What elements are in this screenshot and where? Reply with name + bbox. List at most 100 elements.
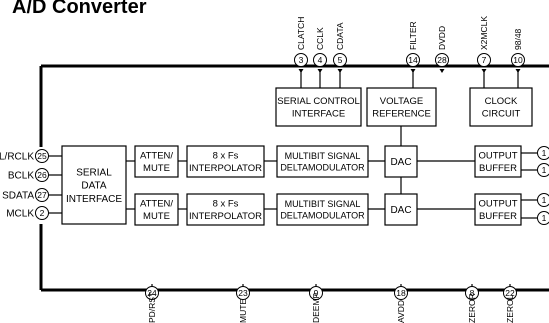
mod-2-label: MULTIBIT SIGNAL [285,199,361,209]
dac-1-block: DAC [384,145,418,178]
pin-number: 9 [314,288,319,298]
pin-dvdd: 28 DVDD [435,26,449,73]
pin-number: 24 [147,288,157,298]
pin-label: SDATA [2,191,34,202]
pin-number: 3 [299,55,304,65]
pin-number: 28 [437,55,447,65]
pin-number: 1 [542,213,547,223]
buffer-2-label: BUFFER [479,211,517,222]
serial-data-label: SERIAL [76,167,112,178]
pin-l-rclk: 25L/RCLK [0,149,49,163]
clock-circuit-label: CIRCUIT [482,109,521,120]
mod-1-block: MULTIBIT SIGNAL DELTAMODULATOR [276,145,369,178]
mod-1-label: DELTAMODULATOR [280,163,365,173]
atten-mute-1-label: MUTE [143,163,170,174]
serial-data-label: DATA [81,181,107,192]
interp-1-label: 8 x Fs [213,151,239,162]
pin-label: BCLK [8,171,34,182]
interp-2-label: INTERPOLATOR [189,211,262,222]
clock-circuit-label: CLOCK [485,96,518,107]
pin-filter: 14 FILTER [406,21,420,73]
atten-mute-2-block: ATTEN/MUTE [134,193,179,226]
pin-number: 14 [408,55,418,65]
serial-data-block: SERIAL DATA INTERFACE [61,145,127,225]
pin-number: 1 [542,148,547,158]
pin-number: 27 [37,190,47,200]
pin-output-4: 1 [537,211,549,225]
interp-2-label: 8 x Fs [213,199,239,210]
pin-98-48: 10 98/48 [511,28,525,73]
pin-clatch: 3 CLATCH [294,17,308,73]
atten-mute-1-label: ATTEN/ [140,151,173,162]
interp-1-label: INTERPOLATOR [189,163,262,174]
pin-x2mclk: 7 X2MCLK [477,16,491,73]
pin-label: CCLK [315,27,325,50]
pin-mclk: 2 MCLK [6,206,49,220]
pin-number: 26 [37,170,47,180]
pin-output-2: 1 [537,163,549,177]
buffer-2-label: OUTPUT [478,199,517,210]
pin-label: MUTE [238,299,248,323]
buffer-1-label: OUTPUT [478,151,517,162]
pin-label: DEEMP [311,292,321,323]
pin-label: AVDD [396,300,406,323]
pin-number: 1 [542,195,547,205]
pin-number: 4 [318,55,323,65]
buffer-1-label: BUFFER [479,163,517,174]
pin-label: 98/48 [513,28,523,50]
mod-2-block: MULTIBIT SIGNAL DELTAMODULATOR [276,193,369,226]
pin-number: 5 [338,55,343,65]
clock-circuit-block: CLOCK CIRCUIT [469,87,533,127]
mod-2-label: DELTAMODULATOR [280,211,365,221]
atten-mute-2-label: ATTEN/ [140,199,173,210]
pin-label: ZEROL [505,294,515,323]
dac-2-label: DAC [390,205,411,216]
serial-data-label: INTERFACE [66,194,122,205]
voltage-reference-block: VOLTAGE REFERENCE [366,87,437,127]
diagram-title: A/D Converter [12,0,147,18]
voltage-reference-label: REFERENCE [372,109,431,120]
serial-control-block: SERIAL CONTROL INTERFACE [275,87,362,127]
pin-output-3: 1 [537,193,549,207]
pin-number: 7 [482,55,487,65]
voltage-reference-label: VOLTAGE [380,96,423,107]
pin-number: 22 [505,288,515,298]
pin-label: MCLK [6,209,34,220]
pin-label: ZEROR [467,293,477,323]
dac-1-label: DAC [390,157,411,168]
pin-number: 18 [396,288,406,298]
pin-number: 25 [37,151,47,161]
pin-number: 8 [470,288,475,298]
pin-label: L/RCLK [0,152,34,163]
pin-label: X2MCLK [479,16,489,50]
serial-control-label: SERIAL CONTROL [277,96,360,107]
mod-1-label: MULTIBIT SIGNAL [285,151,361,161]
pin-number: 2 [40,208,45,218]
atten-mute-2-label: MUTE [143,211,170,222]
pin-label: PD/RST [147,292,157,323]
pin-label: FILTER [408,21,418,50]
pin-number: 10 [513,55,523,65]
pin-label: CDATA [335,22,345,50]
pin-cdata: 5 CDATA [333,22,347,73]
pin-cclk: 4 CCLK [313,27,327,73]
pin-number: 1 [542,165,547,175]
pin-output-1: 1 [537,146,549,160]
pin-label: DVDD [437,26,447,50]
serial-control-label: INTERFACE [292,109,345,120]
dac-2-block: DAC [384,193,418,226]
pin-label: CLATCH [296,17,306,50]
atten-mute-1-block: ATTEN/MUTE [134,145,179,178]
